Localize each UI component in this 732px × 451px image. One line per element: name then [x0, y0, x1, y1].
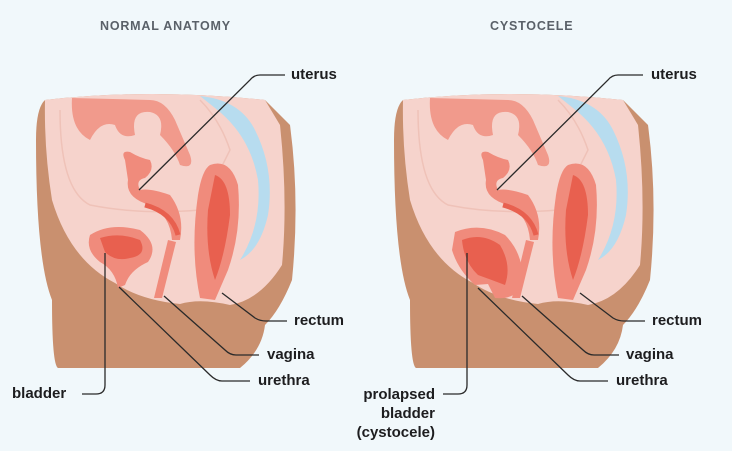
cystocele-pelvis-illustration: [394, 94, 654, 368]
label-line: bladder: [380, 405, 435, 422]
label-vagina-cystocele: vagina: [626, 346, 674, 363]
label-uterus-cystocele: uterus: [651, 66, 697, 83]
label-rectum: rectum: [294, 312, 345, 329]
label-prolapsed-bladder: prolapsed bladder (cystocele): [345, 385, 435, 442]
title-cystocele: CYSTOCELE: [490, 19, 574, 33]
label-line: prolapsed: [363, 386, 435, 403]
label-bladder: bladder: [12, 385, 67, 402]
label-urethra: urethra: [258, 372, 310, 389]
label-uterus: uterus: [291, 66, 337, 83]
title-normal-anatomy: NORMAL ANATOMY: [100, 19, 231, 33]
label-rectum-cystocele: rectum: [652, 312, 703, 329]
label-vagina: vagina: [267, 346, 315, 363]
bladder-inner: [100, 235, 143, 260]
bladder-prolapsed-inner: [462, 236, 508, 285]
label-urethra-cystocele: urethra: [616, 372, 668, 389]
normal-pelvis-illustration: [36, 94, 296, 368]
label-line: (cystocele): [356, 424, 435, 441]
leader-lines: [82, 74, 645, 395]
